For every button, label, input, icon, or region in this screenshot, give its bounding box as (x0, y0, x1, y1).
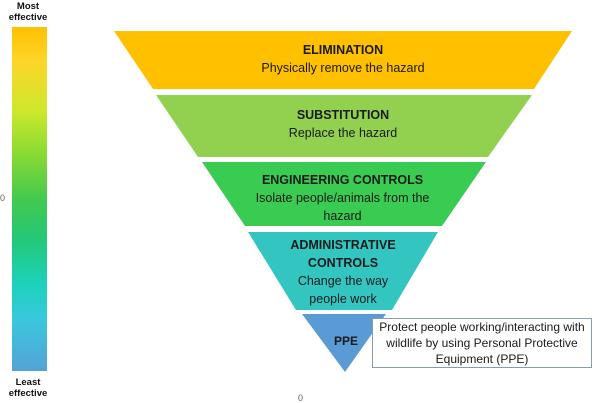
elimination-text: ELIMINATION Physically remove the hazard (153, 41, 533, 77)
ppe-description-callout: Protect people working/interacting with … (372, 318, 592, 368)
administrative-controls-text: ADMINISTRATIVE CONTROLS Change the way p… (282, 236, 404, 308)
engineering-controls-text: ENGINEERING CONTROLS Isolate people/anim… (240, 171, 445, 225)
ppe-title: PPE (333, 334, 358, 348)
bottom-tick: 0 (298, 393, 304, 403)
elimination-title: ELIMINATION (302, 43, 384, 57)
substitution-band (156, 95, 532, 157)
elimination-band (114, 31, 572, 89)
engineering-controls-description: Isolate people/animals from the hazard (255, 191, 430, 223)
substitution-text: SUBSTITUTION Replace the hazard (198, 106, 488, 142)
substitution-title: SUBSTITUTION (296, 108, 390, 122)
effectiveness-gradient-bar (12, 27, 47, 371)
administrative-controls-band (248, 232, 438, 310)
ppe-band (302, 314, 386, 372)
engineering-controls-band (202, 162, 486, 226)
engineering-controls-title: ENGINEERING CONTROLS (261, 173, 424, 187)
scale-bottom-label: Least effective (8, 377, 48, 399)
scale-side-tick: 0 (0, 193, 6, 203)
substitution-description: Replace the hazard (288, 126, 398, 140)
scale-top-label: Most effective (8, 1, 48, 23)
administrative-controls-title: ADMINISTRATIVE CONTROLS (290, 238, 396, 270)
elimination-description: Physically remove the hazard (261, 61, 425, 75)
administrative-controls-description: Change the way people work (297, 274, 389, 306)
